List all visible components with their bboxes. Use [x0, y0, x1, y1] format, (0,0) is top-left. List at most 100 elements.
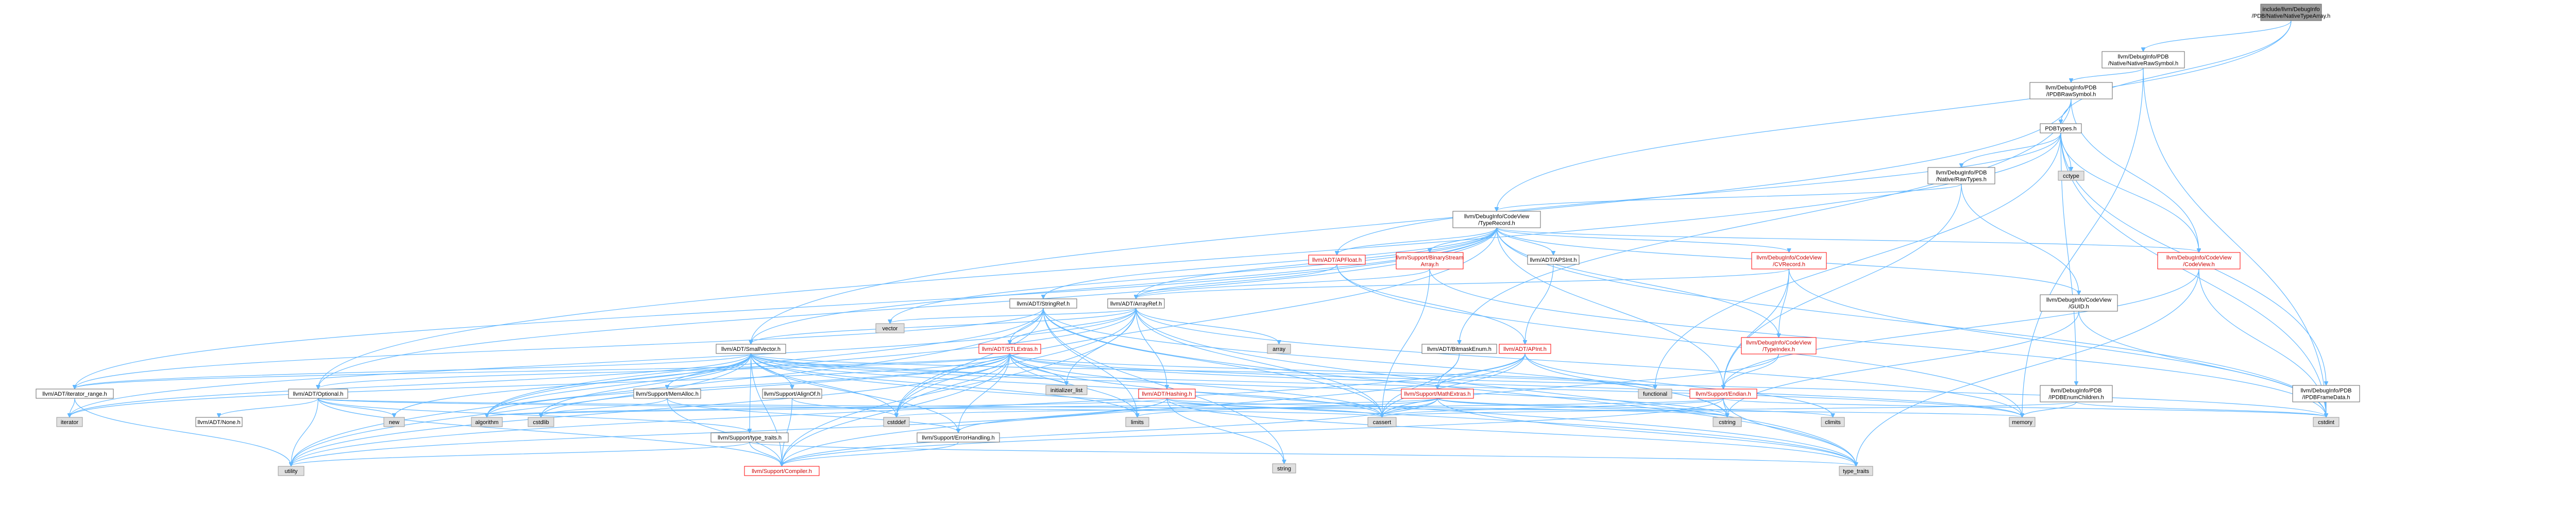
node-box	[1751, 252, 1827, 269]
node-root[interactable]: include/llvm/DebugInfo/PDB/Native/Native…	[2252, 4, 2331, 21]
node-box	[633, 389, 701, 399]
edge-apint-to-cassert	[1382, 353, 1526, 417]
edge-endian-to-compiler	[782, 398, 1724, 466]
node-climits: climits	[1821, 417, 1845, 427]
node-box	[1713, 417, 1742, 427]
edge-endian-to-cassert	[1382, 398, 1724, 417]
node-box	[1421, 344, 1497, 354]
node-label: include/llvm/DebugInfo	[2262, 7, 2319, 13]
edge-root-to-pdbtypes	[2061, 20, 2292, 123]
edge-arrayref-to-compiler	[782, 308, 1137, 466]
node-memalloc[interactable]: llvm/Support/MemAlloc.h	[633, 389, 701, 399]
node-errorhandling[interactable]: llvm/Support/ErrorHandling.h	[917, 432, 1000, 443]
node-codeview[interactable]: llvm/DebugInfo/CodeView/CodeView.h	[2157, 252, 2241, 269]
node-iterator: iterator	[56, 417, 83, 427]
node-box	[383, 417, 405, 427]
node-typetraits[interactable]: llvm/Support/type_traits.h	[710, 432, 789, 443]
edge-arrayref-to-cassert	[1136, 308, 1382, 417]
node-box	[1839, 466, 1873, 476]
edge-smallvector-to-type_traits	[750, 353, 1856, 466]
edge-pdbtypes-to-functional	[1655, 132, 2061, 389]
node-label: llvm/ADT/ArrayRef.h	[1110, 301, 1162, 307]
edge-typerecord-to-stringref	[1043, 227, 1497, 298]
node-label: llvm/ADT/APFloat.h	[1312, 257, 1362, 263]
edge-optional-to-utility	[291, 398, 319, 466]
edge-arrayref-to-vector	[890, 308, 1137, 323]
node-typerecord[interactable]: llvm/DebugInfo/CodeView/TypeRecord.h	[1452, 211, 1541, 228]
node-box	[1401, 389, 1474, 399]
edge-nativeformatting-to-typerecord	[1497, 183, 1962, 211]
edge-stlextras-to-optional	[318, 353, 1010, 389]
node-guid[interactable]: llvm/DebugInfo/CodeView/GUID.h	[2040, 294, 2118, 312]
node-box	[917, 432, 1000, 443]
edge-stlextras-to-iterator	[70, 353, 1010, 417]
node-box	[2029, 82, 2113, 99]
edge-apfloat-to-apint	[1336, 264, 1525, 344]
edge-optional-to-memory	[317, 398, 2023, 417]
node-label: llvm/DebugInfo/CodeView	[1464, 214, 1529, 220]
node-bitmaskenum[interactable]: llvm/ADT/BitmaskEnum.h	[1421, 344, 1497, 354]
edge-codeview-to-endian	[1723, 268, 2199, 389]
node-smallvector[interactable]: llvm/ADT/SmallVector.h	[716, 344, 786, 354]
edge-binarystreamarray-to-cstdint	[1429, 268, 2326, 417]
node-hashing[interactable]: llvm/ADT/Hashing.h	[1138, 389, 1196, 399]
node-label: llvm/DebugInfo/PDB	[1936, 170, 1987, 176]
node-label: llvm/ADT/Hashing.h	[1142, 391, 1192, 397]
node-label: llvm/Support/MathExtras.h	[1404, 391, 1471, 397]
edge-pdbtypes-to-optional	[318, 132, 2061, 389]
edge-guid-to-cstring	[1727, 311, 2079, 417]
node-compiler[interactable]: llvm/Support/Compiler.h	[744, 466, 820, 476]
node-box	[471, 417, 503, 427]
node-stlextras[interactable]: llvm/ADT/STLExtras.h	[978, 344, 1041, 354]
edge-optional-to-none	[219, 398, 319, 417]
node-box	[1689, 389, 1757, 399]
edge-typerecord-to-binarystreamarray	[1430, 227, 1497, 252]
node-box	[744, 466, 820, 476]
node-label: llvm/ADT/SmallVector.h	[721, 346, 781, 352]
node-apsint[interactable]: llvm/ADT/APSInt.h	[1527, 255, 1580, 265]
node-label: llvm/Support/MemAlloc.h	[636, 391, 699, 397]
node-optional[interactable]: llvm/ADT/Optional.h	[288, 389, 348, 399]
node-new: new	[383, 417, 405, 427]
node-label: Array.h	[1421, 262, 1439, 268]
node-endian[interactable]: llvm/Support/Endian.h	[1689, 389, 1757, 399]
node-cvrecord[interactable]: llvm/DebugInfo/CodeView/CVRecord.h	[1751, 252, 1827, 269]
edge-ipdbrawsymbol-to-bitmaskenum	[1460, 98, 2072, 344]
node-mathextras[interactable]: llvm/Support/MathExtras.h	[1401, 389, 1474, 399]
node-cstdint: cstdint	[2313, 417, 2340, 427]
edge-pdbtypes-to-nativeformatting	[1961, 132, 2061, 167]
edge-root-to-typerecord	[1497, 20, 2292, 211]
edge-stlextras-to-functional	[1009, 353, 1655, 389]
edge-hashing-to-errorhandling	[958, 398, 1167, 432]
edge-stlextras-to-iterator_range	[75, 353, 1010, 389]
edge-optional-to-new	[317, 398, 395, 417]
node-pdbsymchildren[interactable]: llvm/DebugInfo/PDB/IPDBEnumChildren.h	[2040, 385, 2113, 402]
node-label: llvm/DebugInfo/CodeView	[2166, 255, 2231, 261]
node-apint[interactable]: llvm/ADT/APInt.h	[1499, 344, 1551, 354]
edge-arrayref-to-smallvector	[751, 308, 1137, 344]
edge-pdbtypes-to-codeview	[2060, 132, 2199, 252]
node-box	[1045, 385, 1088, 395]
node-arrayref[interactable]: llvm/ADT/ArrayRef.h	[1107, 298, 1165, 309]
edge-stlextras-to-memory	[1009, 353, 2022, 417]
node-ipdbrawsymbol[interactable]: llvm/DebugInfo/PDB/IPDBRawSymbol.h	[2029, 82, 2113, 99]
node-typeindex[interactable]: llvm/DebugInfo/CodeView/TypeIndex.h	[1741, 337, 1817, 355]
node-nativeformatting[interactable]: llvm/DebugInfo/PDB/Native/RawTypes.h	[1927, 167, 1995, 184]
node-label: /TypeIndex.h	[1762, 347, 1795, 353]
node-pdbframedata[interactable]: llvm/DebugInfo/PDB/IPDBFrameData.h	[2292, 385, 2360, 402]
node-box	[195, 417, 243, 427]
node-iterator_range[interactable]: llvm/ADT/iterator_range.h	[36, 389, 114, 399]
node-box	[2040, 294, 2118, 312]
node-nativerawsymbol[interactable]: llvm/DebugInfo/PDB/Native/NativeRawSymbo…	[2102, 51, 2185, 69]
node-apfloat[interactable]: llvm/ADT/APFloat.h	[1308, 255, 1366, 265]
node-pdbtypes[interactable]: PDBTypes.h	[2040, 123, 2082, 133]
edge-optional-to-cassert	[317, 398, 1382, 417]
edge-smallvector-to-cstddef	[750, 353, 897, 417]
node-box	[2040, 385, 2113, 402]
node-none[interactable]: llvm/ADT/None.h	[195, 417, 243, 427]
node-stringref[interactable]: llvm/ADT/StringRef.h	[1009, 298, 1077, 309]
node-box	[1927, 167, 1995, 184]
node-box	[1499, 344, 1551, 354]
node-alignof[interactable]: llvm/Support/AlignOf.h	[762, 389, 822, 399]
